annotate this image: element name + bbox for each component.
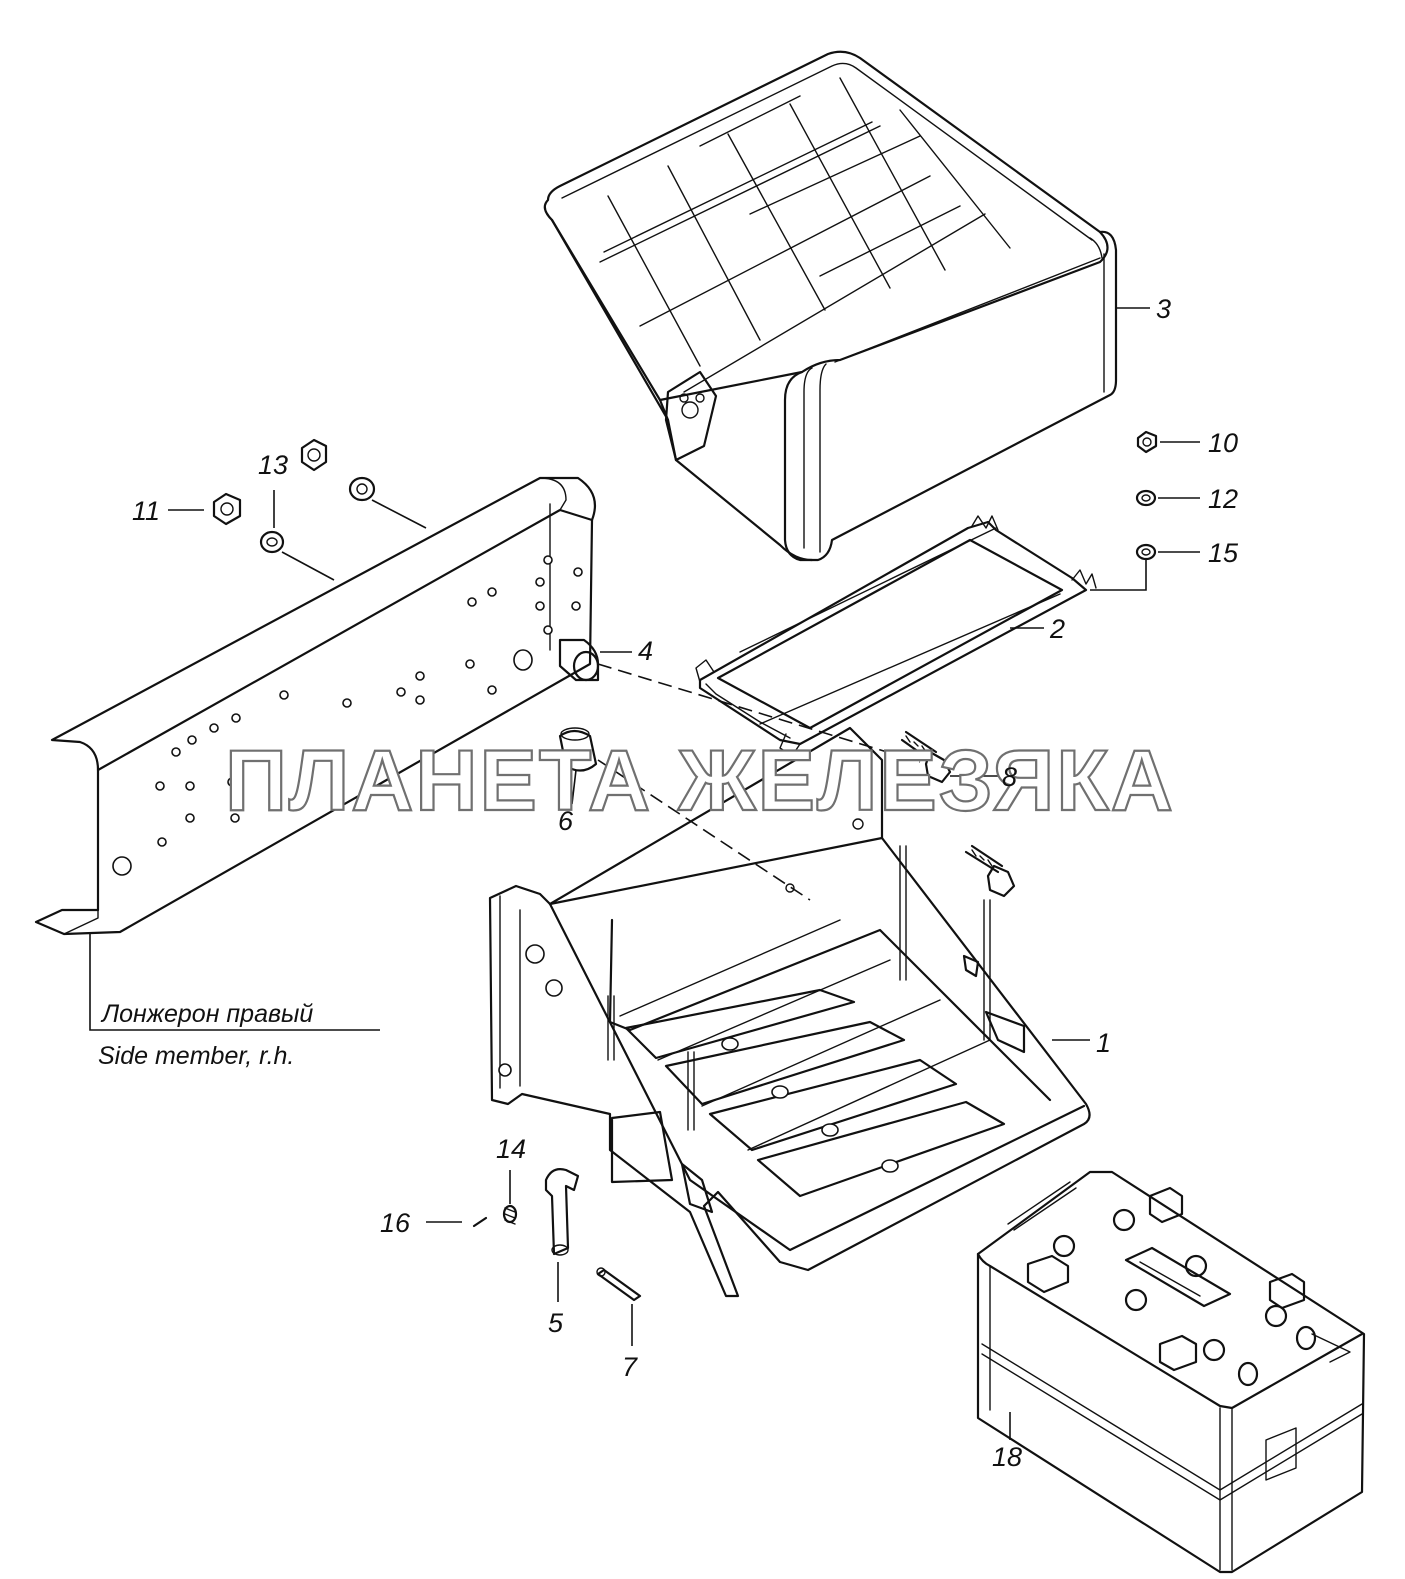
callout-8: 8 (1002, 762, 1017, 792)
callout-1: 1 (1096, 1028, 1111, 1058)
leader-lines (89, 307, 1200, 1440)
callout-14: 14 (496, 1134, 526, 1164)
bushing-6 (558, 727, 598, 772)
callout-labels: 3 10 12 15 2 4 6 8 1 11 13 14 16 5 7 18 (132, 294, 1239, 1472)
pin-16 (472, 1216, 488, 1228)
battery-box-cover (543, 50, 1118, 562)
nut-13-top (300, 438, 328, 472)
bolt-8-lower (964, 844, 1016, 898)
callout-2: 2 (1049, 614, 1065, 644)
nut-10 (1136, 430, 1158, 454)
pin-7 (596, 1267, 642, 1302)
callout-15: 15 (1208, 538, 1239, 568)
callout-6: 6 (558, 806, 574, 836)
callout-11: 11 (132, 496, 160, 526)
spring-14 (502, 1204, 518, 1225)
callout-5: 5 (548, 1308, 564, 1338)
callout-3: 3 (1156, 294, 1171, 324)
side-member-rh (34, 476, 596, 936)
side-member-holes (112, 555, 583, 876)
side-member-label-ru: Лонжерон правый (100, 1000, 313, 1028)
washer-15 (1135, 543, 1157, 561)
callout-7: 7 (622, 1352, 638, 1382)
assembly-line-6 (597, 759, 811, 901)
battery-tray (488, 726, 1091, 1298)
latch-lever-5 (544, 1168, 580, 1256)
assembly-line-4-8 (597, 663, 921, 763)
bushing-4 (558, 638, 600, 682)
callout-13: 13 (258, 450, 288, 480)
bolt-8-upper (900, 730, 952, 784)
callout-10: 10 (1208, 428, 1238, 458)
washer-near-rail (348, 476, 376, 502)
battery-hold-down-frame (695, 515, 1097, 757)
callout-12: 12 (1208, 484, 1238, 514)
callout-18: 18 (992, 1442, 1022, 1472)
callout-4: 4 (638, 636, 653, 666)
callout-16: 16 (380, 1208, 411, 1238)
side-member-label-en: Side member, r.h. (98, 1042, 294, 1070)
watermark: ПЛАНЕТА ЖЕЛЕЗЯКА (225, 733, 1175, 829)
washer-12 (1135, 489, 1157, 507)
nut-11 (212, 492, 242, 526)
battery-terminals (1026, 1186, 1317, 1387)
battery (976, 1170, 1366, 1574)
washer-13 (259, 530, 285, 554)
